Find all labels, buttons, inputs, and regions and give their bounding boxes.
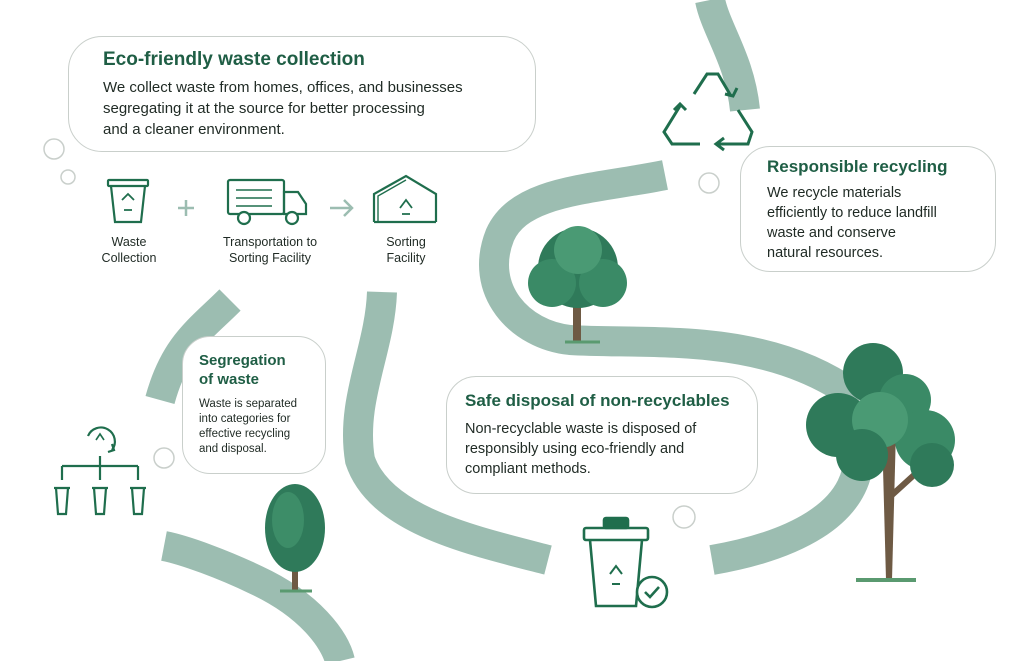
step-label-line: Sorting Facility <box>229 251 311 265</box>
collection-text-line: and a cleaner environment. <box>103 121 285 138</box>
sorting-facility-icon <box>372 174 438 224</box>
collection-card: Eco-friendly waste collection We collect… <box>68 36 536 152</box>
recycling-title: Responsible recycling <box>767 157 948 176</box>
step-label-line: Facility <box>386 251 426 265</box>
step-label-line: Transportation to <box>222 235 318 249</box>
recycling-text-line: efficiently to reduce landfill <box>767 205 937 221</box>
plus-icon <box>178 200 194 216</box>
truck-icon <box>226 178 308 226</box>
recycling-text-line: waste and conserve <box>767 225 896 241</box>
disposal-title: Safe disposal of non-recyclables <box>465 391 730 410</box>
step-label-line: Sorting <box>386 235 426 249</box>
collection-title: Eco-friendly waste collection <box>103 49 365 70</box>
segregation-text-line: effective recycling <box>199 428 291 440</box>
decorative-circles <box>43 138 720 529</box>
collection-text-line: We collect waste from homes, offices, an… <box>103 79 463 96</box>
segregation-title: Segregation of waste <box>199 351 315 389</box>
tree-top <box>528 226 627 344</box>
segregation-tree-icon <box>54 426 146 516</box>
recycle-symbol-icon <box>662 72 754 152</box>
segregation-text: Waste is separated into categories for e… <box>199 397 315 457</box>
segregation-text-line: Waste is separated <box>199 398 298 410</box>
segregation-title-line: of waste <box>199 371 260 388</box>
step-label-sorting-facility: Sorting Facility <box>366 234 446 266</box>
bin-with-check-icon <box>582 516 669 609</box>
step-label-waste-collection: Waste Collection <box>88 234 170 266</box>
disposal-text-line: responsibly using eco-friendly and <box>465 441 685 457</box>
segregation-card: Segregation of waste Waste is separated … <box>182 336 326 474</box>
collection-text: We collect waste from homes, offices, an… <box>103 77 505 140</box>
collection-text-line: segregating it at the source for better … <box>103 100 425 117</box>
disposal-card: Safe disposal of non-recyclables Non-rec… <box>446 376 758 494</box>
step-label-transportation: Transportation to Sorting Facility <box>206 234 334 266</box>
disposal-text-line: Non-recyclable waste is disposed of <box>465 421 697 437</box>
recycling-text: We recycle materials efficiently to redu… <box>767 183 979 263</box>
disposal-text-line: compliant methods. <box>465 461 591 477</box>
segregation-text-line: into categories for <box>199 413 291 425</box>
tree-large <box>806 343 955 582</box>
recycle-bin-icon <box>106 178 150 224</box>
disposal-text: Non-recyclable waste is disposed of resp… <box>465 419 743 479</box>
arrow-right-icon <box>330 199 354 217</box>
segregation-text-line: and disposal. <box>199 443 267 455</box>
step-label-line: Waste <box>111 235 147 249</box>
recycling-text-line: We recycle materials <box>767 185 902 201</box>
recycling-text-line: natural resources. <box>767 245 884 261</box>
segregation-title-line: Segregation <box>199 352 286 369</box>
step-label-line: Collection <box>101 251 157 265</box>
recycling-card: Responsible recycling We recycle materia… <box>740 146 996 272</box>
tree-small <box>265 484 325 593</box>
